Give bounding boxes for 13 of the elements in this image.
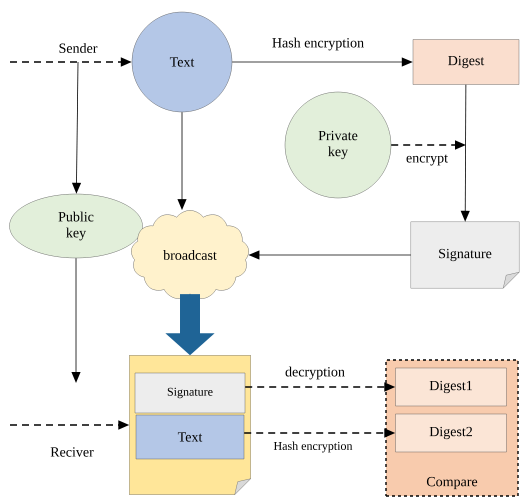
text-box: Text	[136, 414, 244, 460]
signature-document: Signature	[410, 222, 520, 288]
broadcast-cloud: broadcast	[131, 210, 249, 299]
edge-label: decryption	[284, 366, 346, 380]
edge-label: Hash encryption	[272, 440, 354, 454]
digest-box: Digest2	[395, 414, 507, 452]
digest-box: Digest	[412, 39, 520, 85]
edge-label: Reciver	[49, 446, 95, 458]
digest-box: Digest1	[395, 368, 507, 406]
edge-label: encrypt	[405, 154, 449, 166]
edge-label: Sender	[58, 42, 98, 54]
edge-label: Hash encryption	[270, 36, 366, 52]
signature-box: Signature	[134, 372, 246, 414]
